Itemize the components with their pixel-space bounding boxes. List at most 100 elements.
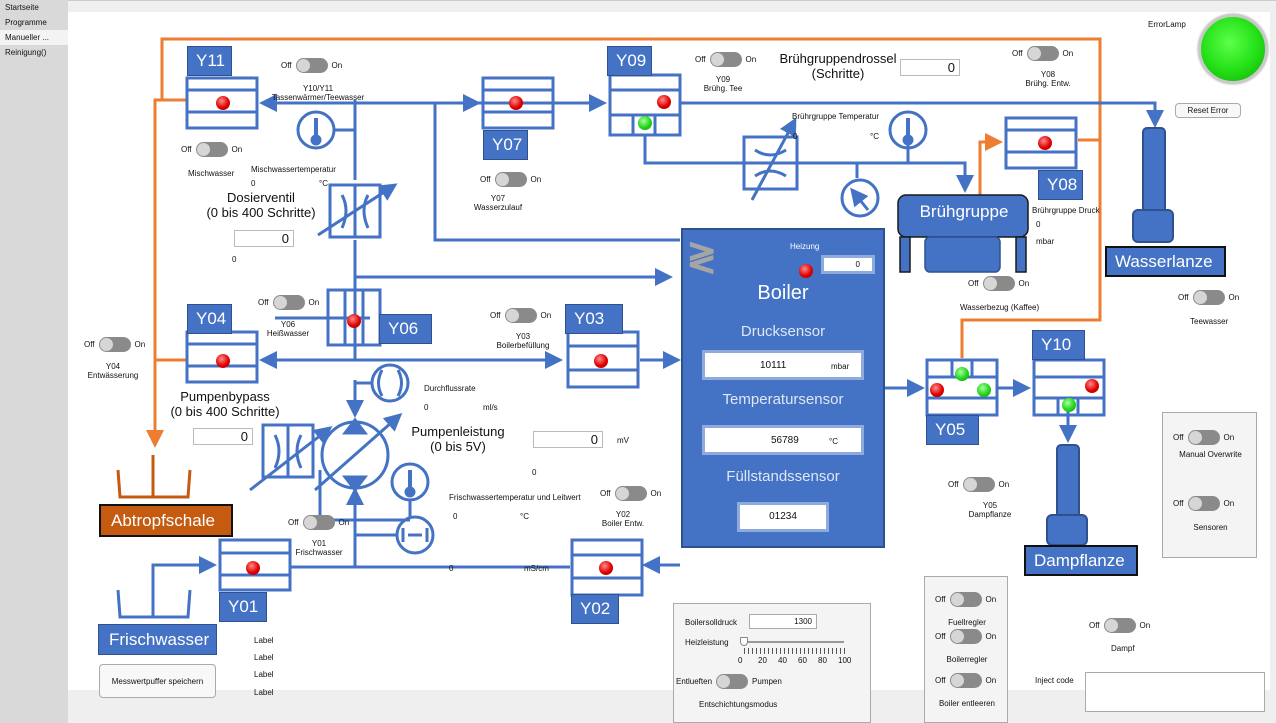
pumpenbypass-title: Pumpenbypass(0 bis 400 Schritte) — [170, 389, 280, 419]
inject-code-label: Inject code — [1035, 676, 1074, 685]
switch[interactable] — [494, 172, 527, 187]
switch[interactable] — [195, 142, 228, 157]
switch[interactable] — [716, 674, 749, 689]
valve-lamp-y06 — [347, 314, 361, 328]
valve-tag-y04: Y04 — [187, 304, 232, 334]
drucksensor-label: Drucksensor — [740, 323, 826, 340]
messwertpuffer-speichern-button[interactable]: Messwertpuffer speichern — [99, 664, 216, 698]
wasserlanze-label: Wasserlanze — [1105, 246, 1226, 277]
inject-code-input[interactable] — [1085, 672, 1265, 712]
valve-tag-y03: Y03 — [565, 304, 623, 334]
scrollbar-track[interactable] — [1270, 12, 1276, 723]
temperatursensor-label: Temperatursensor — [722, 391, 844, 408]
switch[interactable] — [949, 629, 982, 644]
nav-programme[interactable]: Programme — [5, 18, 47, 27]
temperatursensor-value: 56789 — [771, 435, 799, 446]
heizung-lamp — [799, 264, 813, 278]
nav-startseite[interactable]: Startseite — [5, 3, 39, 12]
durchfluss-label: Durchflussrate — [424, 384, 476, 393]
top-bar — [68, 0, 1276, 12]
switch[interactable] — [295, 58, 328, 73]
valve-tag-y11: Y11 — [187, 46, 232, 76]
switch[interactable] — [1192, 290, 1225, 305]
heater-symbol-icon: ≷ — [686, 235, 717, 279]
valve-tag-y02: Y02 — [571, 594, 619, 624]
switch[interactable] — [709, 52, 742, 67]
heizleistung-slider-track[interactable] — [744, 641, 844, 643]
switch[interactable] — [1103, 618, 1136, 633]
tray-shapes — [116, 455, 192, 499]
nav-manueller[interactable]: Manueller ... — [0, 30, 68, 45]
fuellstandssensor-label: Füllstandssensor — [726, 468, 840, 485]
sidebar: Startseite Programme Manueller ... Reini… — [0, 0, 68, 723]
pumpenleistung-unit: mV — [617, 436, 629, 445]
switch[interactable] — [1026, 46, 1059, 61]
boilersolldruck-input[interactable]: 1300 — [749, 614, 817, 629]
slider-tick-label: 100 — [838, 656, 852, 665]
pumpen-label: Pumpen — [752, 677, 782, 686]
mischwasser-label: Mischwasser — [188, 169, 235, 178]
frischwasser-temp-unit: °C — [520, 512, 529, 521]
switch[interactable] — [98, 337, 131, 352]
valve-tag-y08: Y08 — [1038, 170, 1083, 200]
switch[interactable] — [272, 295, 305, 310]
sensoren-label: Sensoren — [1193, 523, 1228, 532]
switch[interactable] — [962, 477, 995, 492]
switch[interactable] — [302, 515, 335, 530]
valve-lamp-y05-a — [930, 383, 944, 397]
label-1: Label — [254, 636, 274, 645]
switch[interactable] — [504, 308, 537, 323]
pump-symbol — [314, 413, 403, 493]
pumpenleistung-input[interactable]: 0 — [533, 431, 603, 448]
label-2: Label — [254, 653, 274, 662]
bruehgruppe-temp-unit: °C — [870, 132, 879, 141]
switch[interactable] — [1187, 496, 1220, 511]
bottom-bar — [68, 690, 1276, 723]
switch[interactable] — [1187, 430, 1220, 445]
switch[interactable] — [949, 673, 982, 688]
pumpenleistung-title: Pumpenleistung(0 bis 5V) — [411, 424, 505, 454]
valve-lamp-y05-c — [977, 383, 991, 397]
main-canvas: Y11 Y09 Y07 Y08 Y04 Y06 Y03 Y05 Y10 Y01 … — [68, 12, 1276, 723]
valve-lamp-y09-b — [638, 116, 652, 130]
nav-reinigung[interactable]: Reinigung() — [5, 48, 47, 57]
flowmeter-symbol — [355, 363, 410, 403]
temperatursensor-field: 56789°C — [702, 425, 864, 455]
pumpenbypass-input[interactable]: 0 — [193, 428, 253, 445]
drucksensor-unit: mbar — [831, 362, 850, 371]
valve-lamp-y04 — [216, 354, 230, 368]
bruehgruppe-druck-value: 0 — [1036, 220, 1041, 229]
frischwasser-leit-unit: mS/cm — [524, 564, 549, 573]
valve-tag-y09: Y09 — [607, 46, 652, 76]
bruehgruppendrossel-input[interactable]: 0 — [900, 59, 960, 76]
switch[interactable] — [614, 486, 647, 501]
heizleistung-slider-thumb[interactable] — [740, 637, 748, 646]
switch[interactable] — [949, 592, 982, 607]
reset-error-button[interactable]: Reset Error — [1175, 103, 1241, 118]
switch[interactable] — [982, 276, 1015, 291]
valve-lamp-y05-b — [955, 367, 969, 381]
dosierventil-input[interactable]: 0 — [234, 230, 294, 247]
